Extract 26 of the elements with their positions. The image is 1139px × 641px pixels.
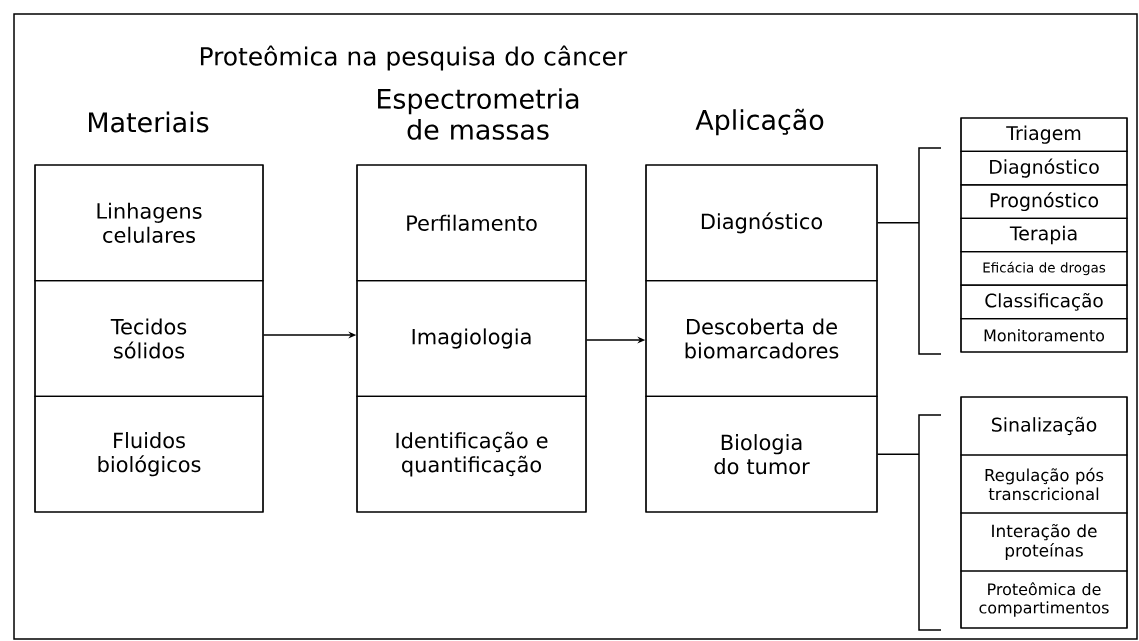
bracket-connector (876, 147, 942, 355)
cell: Eficácia de drogas (960, 251, 1128, 286)
cell: Identificação e quantificação (356, 395, 587, 513)
cell: Triagem (960, 117, 1128, 152)
cell: Prognóstico (960, 184, 1128, 219)
column-heading: Espectrometria de massas (378, 88, 579, 140)
cell: Sinalização (960, 396, 1128, 456)
cell: Imagiologia (356, 280, 587, 397)
cell: Fluidos biológicos (34, 395, 264, 513)
cell: Perfilamento (356, 164, 587, 282)
cell: Interação de proteínas (960, 512, 1128, 572)
cell: Classificação (960, 284, 1128, 320)
cell: Linhagens celulares (34, 164, 264, 282)
cell: Proteômica de compartimentos (960, 570, 1128, 629)
cell: Tecidos sólidos (34, 280, 264, 397)
cell: Monitoramento (960, 317, 1128, 353)
title: Proteômica na pesquisa do câncer (200, 45, 628, 71)
cell: Diagnóstico (645, 164, 878, 282)
cell: Descoberta de biomarcadores (645, 280, 878, 397)
cell: Diagnóstico (960, 150, 1128, 186)
cell: Regulação pós transcricional (960, 454, 1128, 514)
column-heading: Materiais (89, 111, 209, 133)
cell: Terapia (960, 217, 1128, 253)
column-heading: Aplicação (695, 108, 824, 136)
bracket-connector (876, 414, 942, 631)
cell: Biologia do tumor (645, 395, 878, 513)
